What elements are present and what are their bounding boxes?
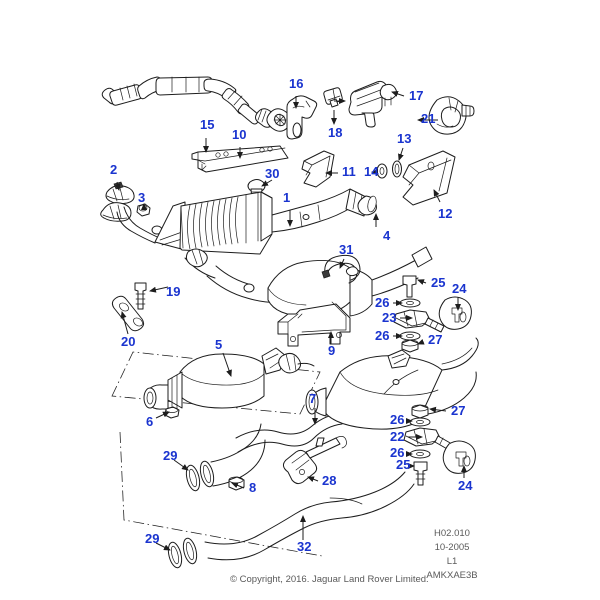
callout-4: 4 [383, 228, 391, 243]
part-32-tail-pipe [204, 471, 415, 561]
callout-26-d: 26 [390, 445, 405, 460]
part-17-clip-bracket [348, 80, 398, 128]
part-18-retaining-clip [323, 87, 343, 108]
part-24-rubber-mount-centre [438, 296, 472, 330]
callout-27-b: 27 [451, 403, 466, 418]
callout-17: 17 [409, 88, 424, 103]
part-10-heat-shield [191, 145, 289, 173]
part-13-seal-ring [392, 160, 402, 178]
part-25b-bolt-rear [413, 461, 428, 486]
callout-10: 10 [232, 127, 247, 142]
part-2b-clamp-lower [100, 202, 132, 222]
callout-13: 13 [397, 131, 412, 146]
callout-29-b: 29 [145, 531, 160, 546]
part-26d-washer-rear-lower [409, 449, 431, 459]
callout-24: 24 [452, 281, 467, 296]
callout-32: 32 [297, 539, 312, 554]
callout-25: 25 [431, 275, 446, 290]
footer-variant: L1 [446, 556, 458, 567]
part-26-washer-upper [399, 298, 421, 308]
footer-copyright: © Copyright, 2016. Jaguar Land Rover Lim… [230, 574, 429, 585]
part-23-mount-link [393, 309, 445, 333]
callout-27: 27 [428, 332, 443, 347]
footer-part-reference: AMKXAE3B [426, 570, 478, 581]
callout-16: 16 [289, 76, 304, 91]
part-1-front-pipe-catalyst-assembly [116, 188, 433, 317]
callout-8: 8 [249, 480, 257, 495]
part-24b-rubber-mount-rear [442, 440, 476, 474]
part-8-nut-lower [228, 476, 245, 491]
part-26b-washer-lower [399, 331, 421, 341]
part-15-lambda-sensor-lead [101, 76, 292, 132]
callout-6: 6 [146, 414, 154, 429]
callout-9: 9 [328, 343, 336, 358]
part-7-rear-silencer-tailpipe [119, 337, 479, 557]
callout-2: 2 [110, 162, 118, 177]
part-31-sensor-harness [321, 254, 361, 284]
callout-12: 12 [438, 206, 453, 221]
leader-lines [114, 91, 467, 551]
callout-26-b: 26 [375, 328, 390, 343]
footer-drawing-code: H02.010 [434, 528, 470, 539]
callout-14: 14 [364, 164, 379, 179]
callout-26: 26 [375, 295, 390, 310]
part-19-bolt [134, 282, 147, 310]
callout-31: 31 [339, 242, 354, 257]
footer-date: 10-2005 [434, 542, 470, 553]
part-27b-nut-rear [411, 404, 429, 419]
callout-24-b: 24 [458, 478, 473, 493]
part-2-clamp [105, 181, 135, 205]
callout-15: 15 [200, 117, 215, 132]
part-26c-washer-rear-upper [409, 417, 431, 427]
callout-30: 30 [265, 166, 280, 181]
part-14-washer [376, 163, 388, 179]
part-22-mount-link-rear [403, 427, 453, 451]
callout-21: 21 [421, 111, 436, 126]
callout-19: 19 [166, 284, 181, 299]
callout-1: 1 [283, 190, 291, 205]
part-29b-gasket-lower [167, 537, 198, 569]
callout-22: 22 [390, 429, 405, 444]
part-29-gasket-upper [185, 423, 266, 492]
callout-28: 28 [322, 473, 337, 488]
part-11-heat-shield-right [301, 150, 335, 188]
callout-11: 11 [342, 164, 356, 179]
callout-18: 18 [328, 125, 343, 140]
callout-23: 23 [382, 310, 397, 325]
callout-25-b: 25 [396, 457, 411, 472]
part-20-mounting-plate [111, 295, 145, 332]
callout-5: 5 [215, 337, 223, 352]
part-28-hanger-bracket [282, 436, 347, 485]
callout-20: 20 [121, 334, 136, 349]
callout-29: 29 [163, 448, 178, 463]
part-21-exhaust-rubber-mount [428, 96, 475, 135]
part-5-front-silencer [111, 347, 321, 415]
part-25-bolt-upper [402, 275, 417, 298]
part-12-heat-shield-rear [402, 150, 456, 206]
callout-3: 3 [138, 190, 146, 205]
callout-7: 7 [309, 391, 317, 406]
callout-26-c: 26 [390, 412, 405, 427]
part-27-nut [401, 339, 419, 353]
part-16-mounting-bracket [286, 95, 318, 140]
